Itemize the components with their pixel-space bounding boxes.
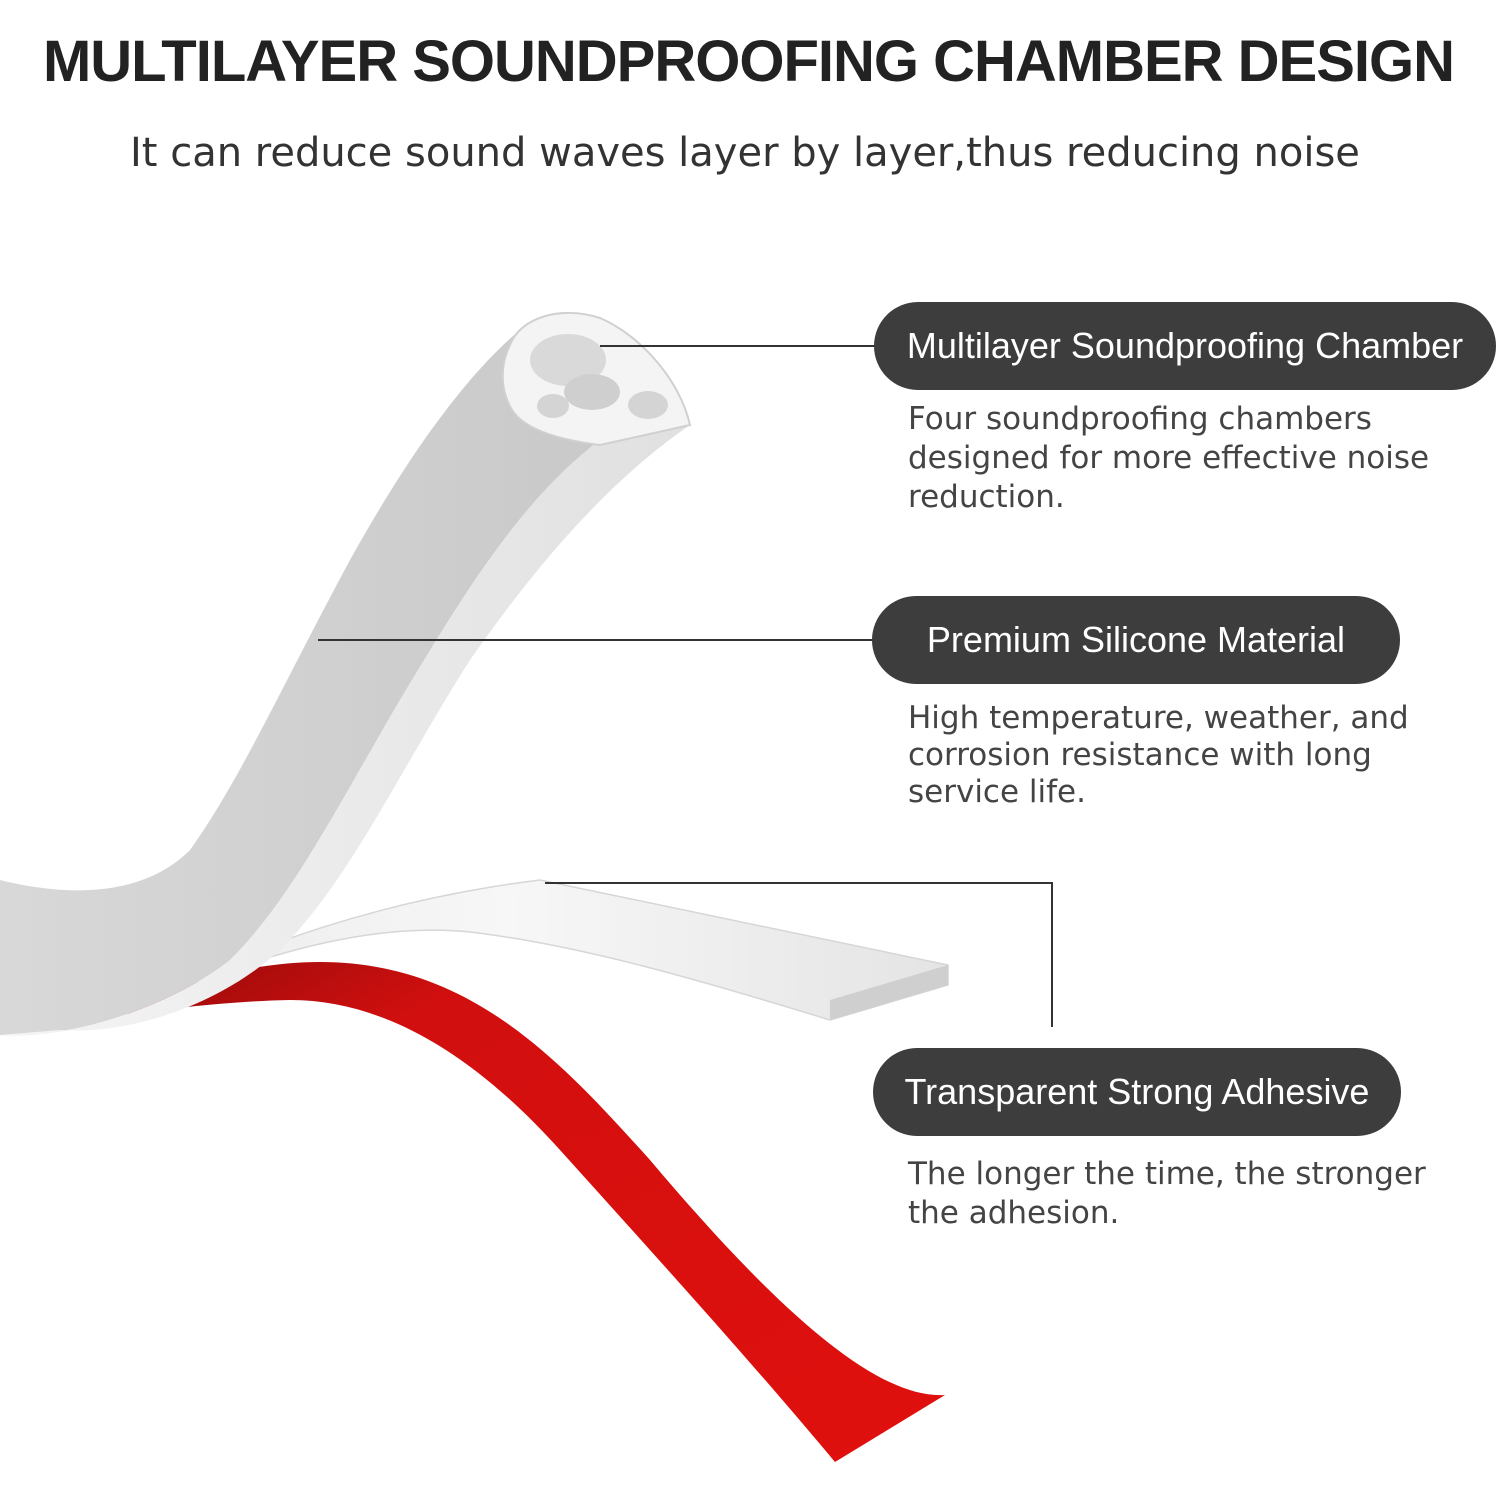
- feature-label-adhesive: Transparent Strong Adhesive: [873, 1048, 1401, 1136]
- chamber-1: [530, 334, 606, 386]
- page-title: MULTILAYER SOUNDPROOFING CHAMBER DESIGN: [42, 29, 1455, 94]
- chamber-4: [628, 391, 668, 419]
- silicone-body-front: [0, 425, 690, 1036]
- feature-description-material: High temperature, weather, and corrosion…: [908, 700, 1409, 810]
- feature-description-adhesive: The longer the time, the stronger the ad…: [908, 1156, 1426, 1231]
- page-subtitle: It can reduce sound waves layer by layer…: [130, 130, 1360, 176]
- feature-label-chamber: Multilayer Soundproofing Chamber: [874, 302, 1496, 390]
- callout-line-3: [545, 882, 1053, 1027]
- feature-description-chamber: Four soundproofing chambers designed for…: [908, 401, 1430, 515]
- silicone-body-side: [0, 330, 600, 1036]
- feature-label-material: Premium Silicone Material: [872, 596, 1400, 684]
- chamber-2: [564, 374, 620, 410]
- chamber-3: [537, 394, 569, 418]
- adhesive-tape-shape: [60, 962, 945, 1462]
